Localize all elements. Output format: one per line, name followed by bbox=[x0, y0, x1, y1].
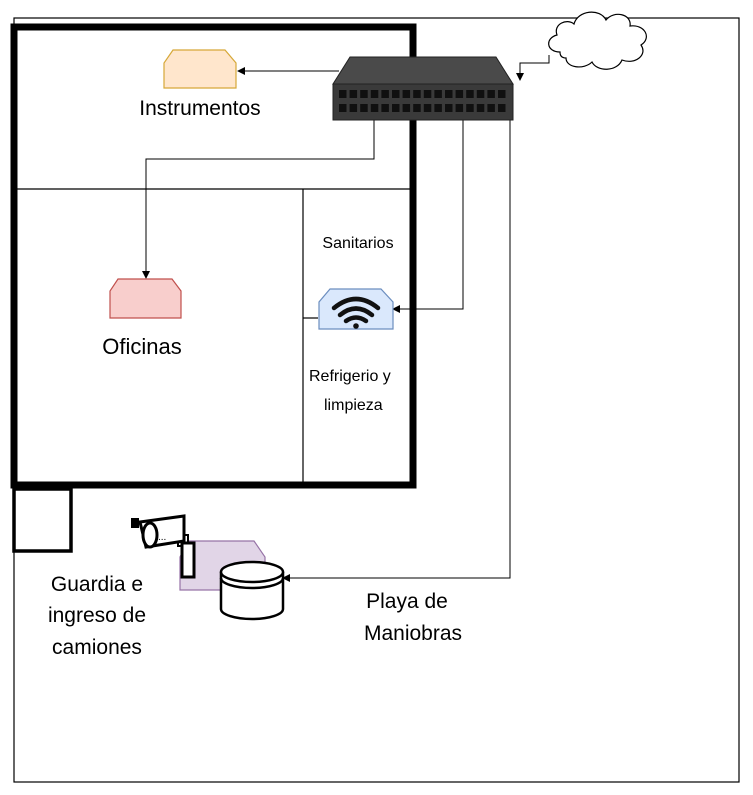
svg-text:...: ... bbox=[158, 532, 166, 543]
sanitarios-label: Sanitarios bbox=[322, 235, 393, 252]
switch-port bbox=[392, 90, 400, 98]
switch-port bbox=[370, 90, 379, 98]
switch-port bbox=[476, 90, 485, 98]
switch-port bbox=[423, 90, 432, 98]
link-switch-wifi bbox=[392, 120, 464, 313]
cloud-icon bbox=[548, 11, 647, 70]
switch-port bbox=[413, 104, 421, 112]
switch-port bbox=[370, 104, 379, 112]
oficinas-label: Oficinas bbox=[102, 334, 181, 359]
switch-port bbox=[381, 104, 389, 112]
switch-port bbox=[498, 90, 506, 98]
switch-port bbox=[455, 104, 464, 112]
network-switch-icon bbox=[332, 56, 514, 121]
switch-port bbox=[360, 104, 368, 112]
switch-port bbox=[466, 90, 474, 98]
switch-port bbox=[466, 104, 474, 112]
refrigerio-label-line1: Refrigerio y bbox=[309, 368, 391, 385]
wifi-icon bbox=[318, 288, 394, 330]
network-links bbox=[142, 55, 550, 582]
guardia-label-line3: camiones bbox=[52, 636, 142, 659]
switch-port bbox=[402, 104, 411, 112]
switch-port bbox=[413, 90, 421, 98]
switch-port bbox=[360, 90, 368, 98]
link-switch-storage bbox=[282, 120, 511, 582]
switch-port bbox=[339, 104, 347, 112]
switch-port bbox=[445, 104, 453, 112]
oficinas-device-icon bbox=[109, 278, 182, 319]
switch-port bbox=[487, 90, 495, 98]
switch-port bbox=[434, 104, 442, 112]
link-cloud-switch bbox=[516, 55, 550, 81]
switch-port bbox=[381, 90, 389, 98]
instrumentos-label: Instrumentos bbox=[139, 97, 260, 120]
switch-port bbox=[402, 90, 411, 98]
switch-port bbox=[423, 104, 432, 112]
guardia-label-line2: ingreso de bbox=[48, 604, 146, 627]
database-icon bbox=[219, 560, 285, 621]
switch-port bbox=[487, 104, 495, 112]
switch-port bbox=[349, 104, 358, 112]
switch-port bbox=[392, 104, 400, 112]
switch-port bbox=[455, 90, 464, 98]
guardia-label-line1: Guardia e bbox=[51, 573, 143, 596]
switch-port bbox=[349, 90, 358, 98]
switch-port bbox=[476, 104, 485, 112]
guard-house bbox=[12, 487, 73, 553]
switch-port bbox=[445, 90, 453, 98]
link-switch-oficinas bbox=[142, 120, 375, 279]
switch-port bbox=[498, 104, 506, 112]
refrigerio-label-line2: limpieza bbox=[324, 397, 383, 414]
playa-label-line2: Maniobras bbox=[364, 622, 462, 645]
playa-label-line1: Playa de bbox=[366, 590, 448, 613]
switch-port bbox=[434, 90, 442, 98]
main-building bbox=[10, 23, 417, 489]
switch-port bbox=[339, 90, 347, 98]
security-camera-icon: ... bbox=[131, 514, 196, 579]
instrumentos-device-icon bbox=[163, 49, 237, 89]
